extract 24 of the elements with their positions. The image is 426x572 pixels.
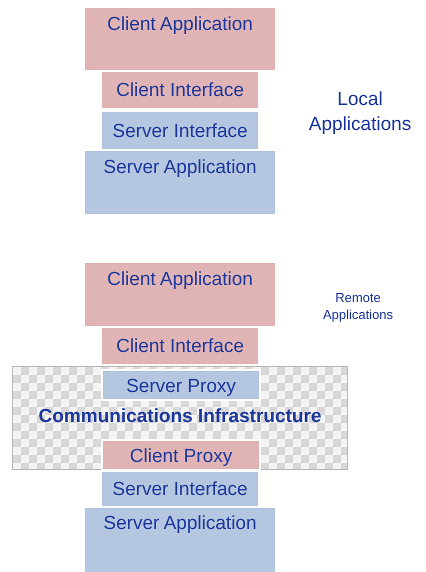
- block-label: Client Application: [107, 268, 253, 292]
- block-label: Client Interface: [116, 79, 244, 103]
- block-label: Server Application: [103, 512, 257, 536]
- checkered-band: [12, 366, 348, 470]
- block: [85, 8, 275, 70]
- block: [85, 508, 275, 572]
- block: [100, 326, 260, 366]
- block: [101, 369, 261, 401]
- block: [100, 470, 260, 508]
- block-label: Communications Infrastructure: [38, 405, 322, 429]
- block-label: Server Proxy: [126, 375, 236, 399]
- block-label: Server Interface: [112, 120, 248, 144]
- block: [100, 110, 260, 151]
- block-label: Client Application: [107, 13, 253, 37]
- side-note: Remote Applications: [322, 290, 394, 324]
- block: [101, 439, 261, 471]
- block-label: Server Interface: [112, 478, 248, 502]
- block-label: Client Proxy: [130, 445, 232, 469]
- block-label: Client Interface: [116, 335, 244, 359]
- block: [85, 151, 275, 214]
- side-note: Local Applications: [308, 88, 412, 137]
- block: [85, 263, 275, 326]
- block: [100, 70, 260, 110]
- block-label: Server Application: [103, 156, 257, 180]
